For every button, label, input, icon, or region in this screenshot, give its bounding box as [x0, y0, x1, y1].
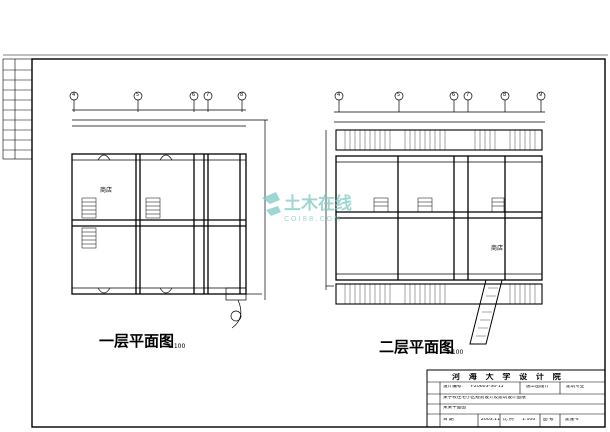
drawing-frame — [31, 58, 606, 428]
axis-label: 9 — [539, 92, 543, 98]
axis-label: 7 — [206, 92, 210, 98]
second-floor-plan — [325, 91, 546, 345]
axis-label: 5 — [397, 92, 401, 98]
axis-label: 4 — [72, 92, 76, 98]
title-block-school: 河 海 大 学 设 计 院 — [452, 373, 564, 381]
second-floor-room-label: 商店 — [491, 245, 504, 252]
watermark-logo — [262, 192, 281, 216]
title-block-frame — [426, 369, 606, 428]
axis-label: 8 — [503, 92, 507, 98]
watermark-text-cn: 土木在线 — [284, 194, 352, 214]
axis-label: 8 — [240, 92, 244, 98]
axis-label: 7 — [466, 92, 470, 98]
axis-label: 6 — [452, 92, 456, 98]
title-block-discipline: 建筑专业 — [566, 385, 585, 389]
second-floor-scale: 1:100 — [446, 349, 464, 356]
axis-label: 5 — [136, 92, 140, 98]
first-floor-room-label: 商店 — [100, 187, 113, 194]
title-block-project-no: Y-20603-34-15 — [470, 385, 504, 389]
title-block-date: 2003.11 — [481, 418, 500, 422]
title-block-sheet: 建施-4 — [565, 418, 579, 422]
title-block-scale: 1:100 — [522, 418, 536, 422]
title-block-project-no-label: 设计编号: — [443, 385, 463, 389]
first-floor-title: 一层平面图 — [99, 332, 175, 350]
axis-label: 6 — [192, 92, 196, 98]
second-floor-axis-bubbles — [334, 91, 546, 112]
second-floor-title: 二层平面图 — [379, 338, 455, 356]
first-floor-scale: 1:100 — [168, 343, 186, 350]
axis-label: 4 — [337, 92, 341, 98]
title-block-project-name: 某学校住宅小区规划设计及建筑设计图纸 — [443, 396, 526, 400]
title-block-stage: 施工图设计 — [526, 385, 549, 389]
title-block-drawing-name: 某某平面图 — [443, 406, 466, 410]
left-margin-tabs — [2, 58, 33, 160]
title-block-sheet-label: 图 号 — [543, 418, 554, 422]
first-floor-axis-bubbles — [69, 91, 247, 112]
title-block-date-label: 日 期 — [443, 418, 454, 422]
watermark-text-en: COI88.COM — [284, 215, 343, 223]
title-block-scale-label: 比 例 — [503, 418, 514, 422]
first-floor-plan — [69, 91, 268, 329]
